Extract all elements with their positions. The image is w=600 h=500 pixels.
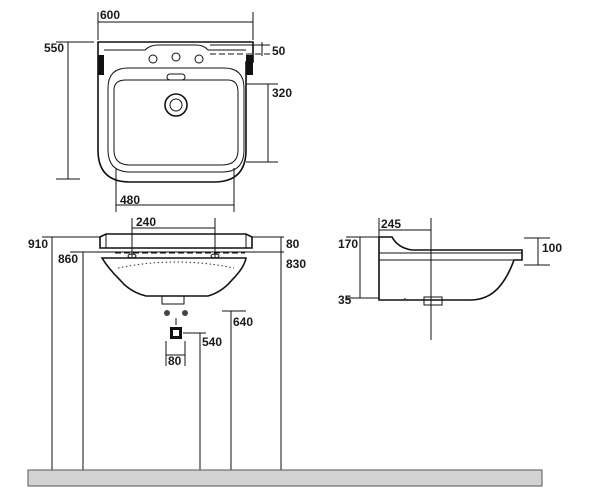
- tap-hole-left: [148, 54, 158, 64]
- drain-outer: [164, 93, 188, 117]
- overflow-slot: [166, 73, 186, 81]
- bolt-left: [164, 310, 170, 316]
- dim-overall-height: 910: [28, 237, 48, 251]
- dim-rim-height: 860: [58, 252, 78, 266]
- dim-waste-offset: 35: [338, 293, 352, 307]
- waste-outlet: [161, 295, 185, 305]
- dim-basin-height: 830: [286, 257, 306, 271]
- basin-bowl-front: [100, 257, 247, 297]
- dim-width: 600: [100, 8, 120, 22]
- drain-inner: [169, 98, 183, 112]
- dim-depth: 550: [44, 41, 64, 55]
- tap-hole-right: [194, 54, 204, 64]
- basin-outline-top: [97, 41, 254, 183]
- dim-waste-width: 80: [168, 354, 182, 368]
- dim-tap-spacing: 240: [136, 215, 156, 229]
- basin-side-profile: [378, 236, 523, 301]
- left-bracket: [98, 55, 104, 75]
- dim-back-offset: 245: [381, 217, 401, 231]
- right-bracket: [246, 55, 253, 75]
- dim-bowl-width: 480: [120, 193, 140, 207]
- dim-rim-thickness: 80: [286, 237, 300, 251]
- side-view: 245 170 35 100: [338, 217, 562, 340]
- dim-inlet-height: 640: [233, 315, 253, 329]
- dim-tap-ledge: 50: [272, 44, 286, 58]
- waste-outlet-side: [423, 296, 443, 306]
- tap-hole-center: [171, 52, 181, 62]
- top-view: 600 550 50 320: [44, 8, 292, 212]
- dim-back-height: 170: [338, 237, 358, 251]
- bolt-right: [182, 310, 188, 316]
- dim-bowl-depth: 320: [272, 86, 292, 100]
- bowl-inner: [113, 79, 239, 166]
- dim-front-height: 100: [542, 241, 562, 255]
- front-view: 240 910 860 80 830: [28, 215, 306, 470]
- dim-waste-height: 540: [202, 335, 222, 349]
- floor: [27, 469, 543, 487]
- basin-rim-front: [99, 233, 253, 249]
- bowl-outer: [107, 67, 245, 173]
